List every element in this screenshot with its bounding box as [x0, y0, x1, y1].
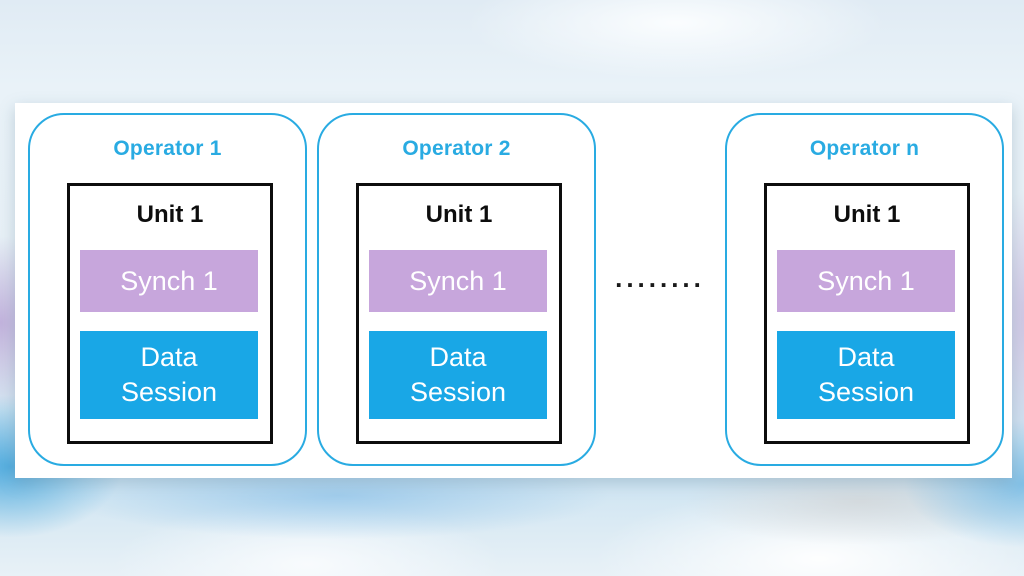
operator-n-label: Operator n [809, 137, 920, 160]
ellipsis-dots: ........ [615, 263, 705, 293]
operator-card-n: Operator n Unit 1 Synch 1 Data Session [725, 113, 1004, 466]
operator-card-2: Operator 2 Unit 1 Synch 1 Data Session [317, 113, 596, 466]
data-session-box: Data Session [369, 331, 547, 419]
unit-label: Unit 1 [833, 201, 901, 228]
diagram-panel: Operator 1 Unit 1 Synch 1 Data Session O… [15, 103, 1012, 478]
unit-label: Unit 1 [136, 201, 204, 228]
unit-label: Unit 1 [425, 201, 493, 228]
unit-box: Unit 1 Synch 1 Data Session [67, 183, 273, 444]
synch-box: Synch 1 [80, 250, 258, 312]
data-session-box: Data Session [80, 331, 258, 419]
unit-box: Unit 1 Synch 1 Data Session [764, 183, 970, 444]
synch-box: Synch 1 [777, 250, 955, 312]
operator-card-1: Operator 1 Unit 1 Synch 1 Data Session [28, 113, 307, 466]
synch-box: Synch 1 [369, 250, 547, 312]
data-session-box: Data Session [777, 331, 955, 419]
unit-box: Unit 1 Synch 1 Data Session [356, 183, 562, 444]
operator-1-label: Operator 1 [113, 137, 222, 160]
operator-2-label: Operator 2 [402, 137, 511, 160]
